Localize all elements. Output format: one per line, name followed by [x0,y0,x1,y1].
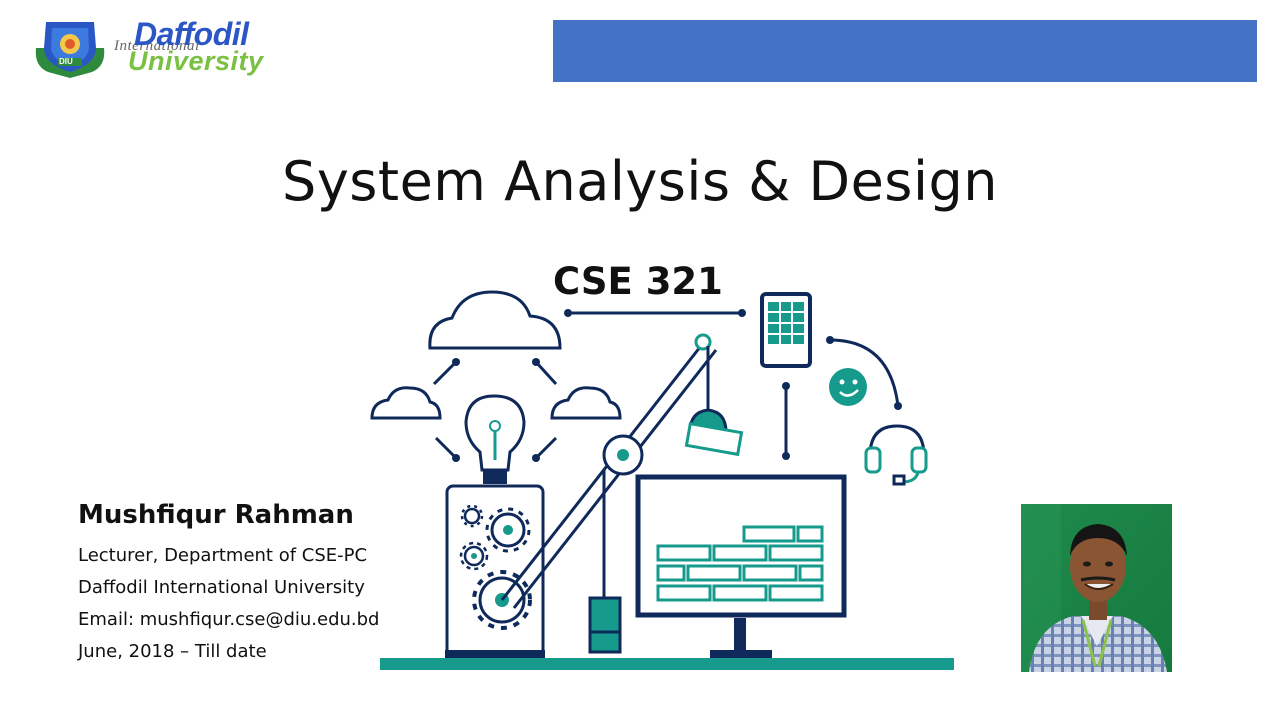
tablet-icon [760,292,812,368]
connector-lines [432,360,558,460]
logo-word-university: University [128,46,264,76]
logo-word-daffodil: Daffodil [134,16,249,52]
slide-title: System Analysis & Design [282,150,998,213]
author-institution: Daffodil International University [78,577,365,598]
smiley-icon [829,368,867,406]
cloud-icon [428,290,562,350]
logo-badge-text: DIU [59,57,73,66]
crane-arm-icon [500,333,744,654]
course-code: CSE 321 [553,260,723,303]
gear-icon [485,507,531,553]
system-design-illustration [370,290,954,670]
author-name: Mushfiqur Rahman [78,500,354,530]
university-logo: DIU International Daffodil University [30,14,300,80]
lightbulb-icon [464,394,526,484]
top-connector [564,309,746,317]
author-tenure: June, 2018 – Till date [78,641,267,662]
cloud-icon [550,386,622,420]
headset-icon [864,424,928,486]
cloud-icon [370,386,442,420]
brick-wall [656,525,824,602]
person-portrait-icon [1021,504,1172,672]
shield-badge-icon [35,22,105,78]
logo-word-international: International [114,38,200,54]
author-info: Mushfiqur Rahman Lecturer, Department of… [78,500,498,668]
ground-bar [380,658,954,670]
author-role: Lecturer, Department of CSE-PC [78,545,368,566]
monitor-icon [635,474,847,658]
gear-icon [460,504,484,528]
gear-icon [459,541,489,571]
author-email: Email: mushfiqur.cse@diu.edu.bd [78,609,380,630]
author-photo [1021,504,1172,672]
header-banner [553,20,1257,82]
